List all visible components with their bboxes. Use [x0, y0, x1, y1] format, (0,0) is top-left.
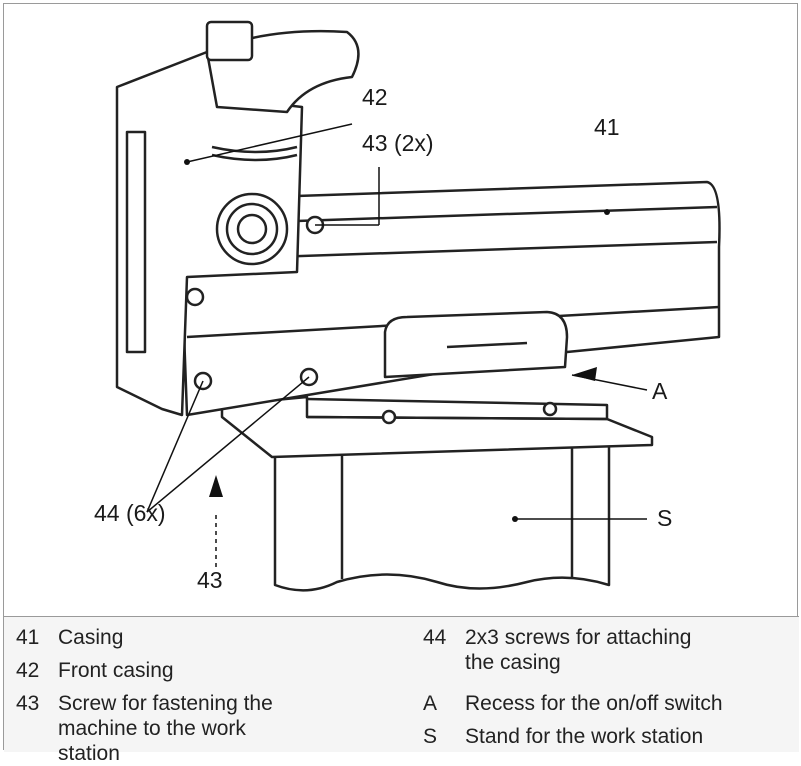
callout-41: 41 — [594, 114, 620, 140]
callout-43: 43 — [197, 567, 223, 593]
legend-text: Casing — [58, 626, 124, 649]
figure-frame: 42 41 43 (2x) A 44 (6x) S 43 41 Casing 4… — [3, 3, 799, 765]
base-plate — [220, 395, 654, 459]
legend-text: Stand for the work station — [465, 725, 704, 748]
legend-text: 2x3 screws for attaching the casing — [465, 626, 692, 674]
legend-key: 41 — [16, 626, 40, 649]
callout-a: A — [652, 378, 668, 404]
legend-key: 44 — [423, 626, 447, 649]
callout-43-2x: 43 (2x) — [362, 130, 434, 156]
legend-text: Recess for the on/off switch — [465, 692, 723, 715]
legend-text: Screw for fastening the machine to the w… — [58, 692, 273, 765]
legend: 41 Casing 42 Front casing 43 Screw for f… — [4, 616, 799, 765]
legend-key: A — [423, 692, 438, 715]
callout-42: 42 — [362, 84, 388, 110]
legend-key: 43 — [16, 692, 40, 715]
legend-key: S — [423, 725, 438, 748]
legend-text: Front casing — [58, 659, 174, 682]
callout-44-6x: 44 (6x) — [94, 500, 166, 526]
legend-key: 42 — [16, 659, 40, 682]
machine-drawing — [115, 20, 721, 592]
stand — [273, 443, 611, 592]
callout-s: S — [657, 505, 673, 531]
